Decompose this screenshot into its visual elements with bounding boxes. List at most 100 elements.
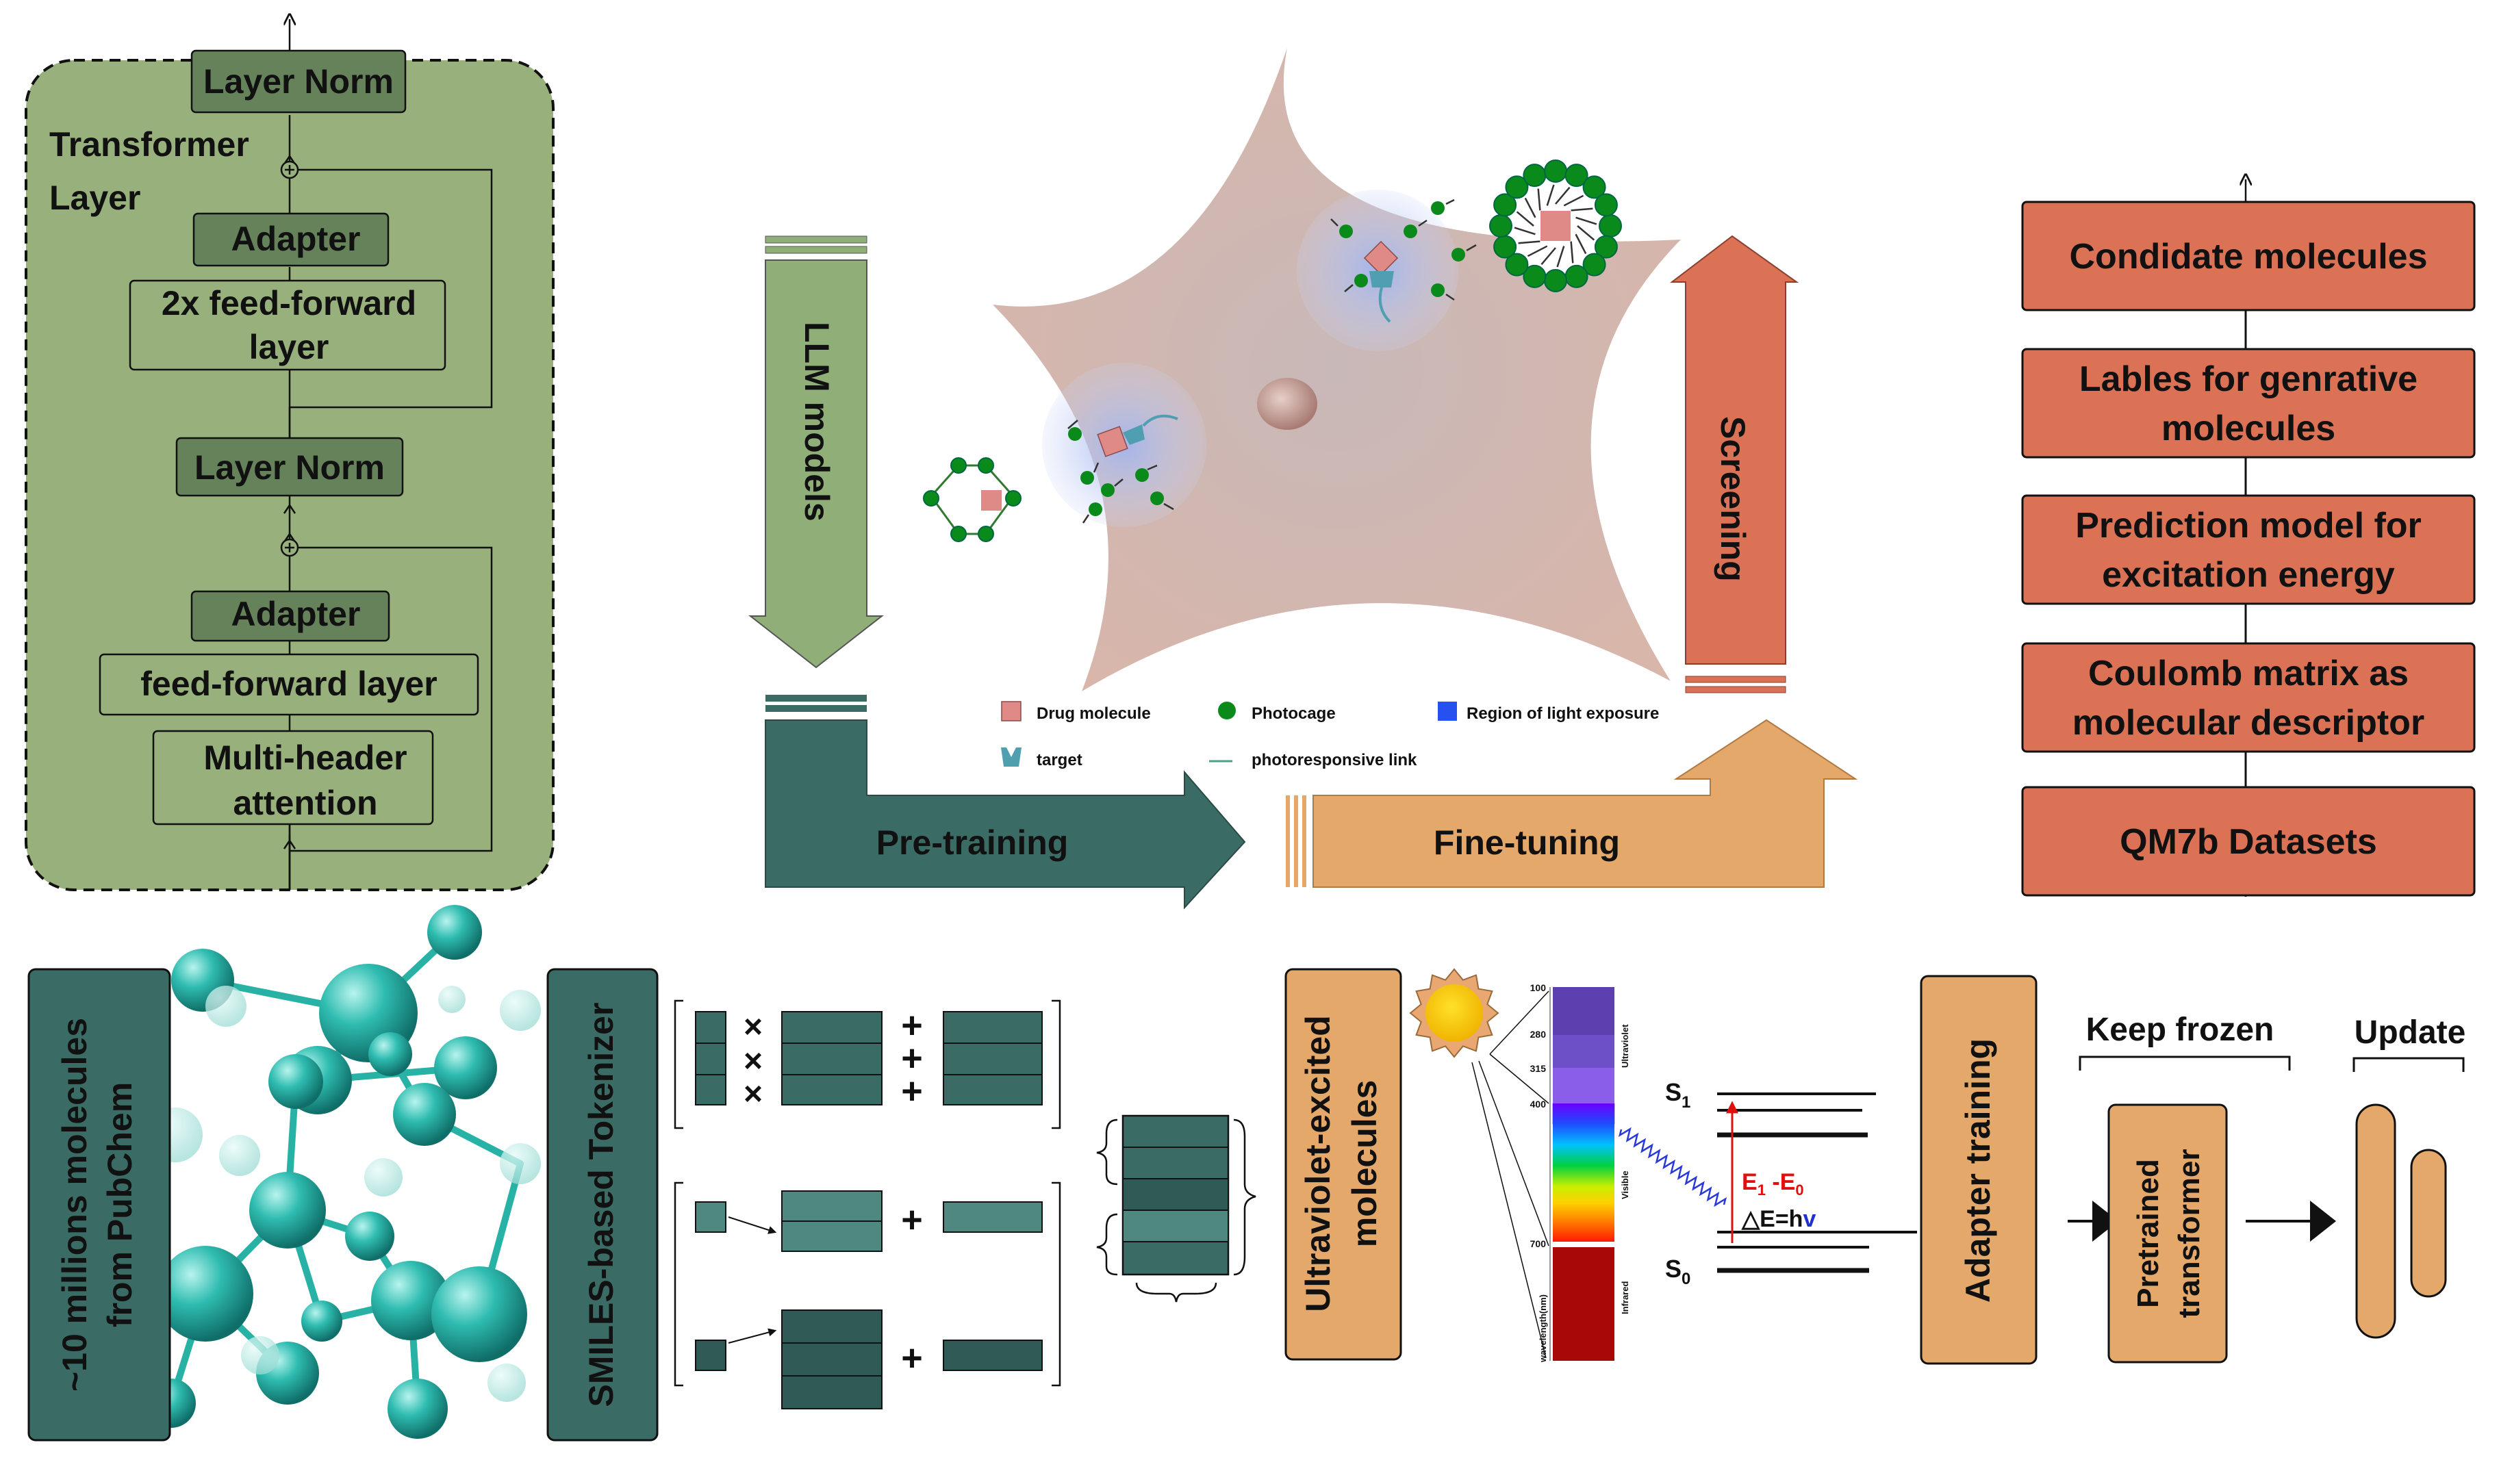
micelle-bead <box>1564 164 1588 188</box>
hexagon-photocage <box>923 457 1022 542</box>
spectrum-tick-700: 700 <box>1530 1238 1547 1249</box>
update-bar-small <box>2410 1149 2447 1298</box>
arrow-to-update <box>2310 1201 2336 1242</box>
token-matrix-3b <box>781 1309 883 1409</box>
atom <box>434 1036 497 1099</box>
stack-box-3-line-2: excitation energy <box>2102 555 2395 595</box>
atom <box>268 1054 323 1109</box>
ff-layer-box: feed-forward layer <box>99 653 479 716</box>
atom <box>364 1158 403 1197</box>
keep-frozen-group: Keep frozen Pretrained transformer <box>2079 1012 2291 1364</box>
micelle-bead <box>1564 264 1588 288</box>
adapter-training-box: Adapter training <box>1920 975 2038 1365</box>
spectrum-label-infrared: Infrared <box>1620 1281 1630 1314</box>
transformer-layer-caption-2: Layer <box>49 179 140 217</box>
drug-molecule-swatch <box>1001 701 1022 721</box>
stack-box-1: Condidate molecules <box>2021 201 2476 311</box>
token-matrix-1b <box>781 1011 883 1105</box>
stack-box-4-line-1: Coulomb matrix as <box>2088 654 2409 693</box>
ff-layer-label: feed-forward layer <box>140 665 437 703</box>
token-matrices: × × × + + + + + <box>674 999 1256 1409</box>
stack-box-4-line-2: molecular descriptor <box>2072 703 2424 743</box>
transformer-layer-caption-1: Transformer <box>49 125 249 164</box>
stack-box-5-line-1: QM7b Datasets <box>2120 822 2377 862</box>
atom <box>388 1379 448 1439</box>
atom <box>393 1083 456 1146</box>
times-sign-1: × <box>744 1009 763 1045</box>
atom <box>249 1172 326 1249</box>
atom <box>219 1135 260 1176</box>
update-label: Update <box>2355 1014 2466 1051</box>
pubchem-box: ~10 millions molecules from PubChem <box>27 968 171 1442</box>
micelle-bead <box>1523 164 1547 188</box>
mha-box: Multi-header attention <box>152 730 434 826</box>
adapter-training-label: Adapter training <box>1959 1038 1997 1303</box>
atom <box>487 1364 526 1402</box>
screening-arrow: Screening <box>1670 235 1799 693</box>
layer-norm-mid-box: Layer Norm <box>175 437 404 497</box>
mha-label-2: attention <box>233 784 377 822</box>
photocage-swatch <box>1218 702 1236 719</box>
pre-training-label: Pre-training <box>876 823 1069 862</box>
legend-target: target <box>1037 751 1082 769</box>
pretrained-label-1: Pretrained <box>2131 1159 2165 1308</box>
token-matrix-3a <box>695 1340 726 1371</box>
plus-sign-4: + <box>901 1199 923 1240</box>
spectrum-label-ultraviolet: Ultraviolet <box>1620 1024 1630 1068</box>
atom <box>427 905 482 960</box>
cell-legend: Drug molecule Photocage Region of light … <box>1001 701 1659 769</box>
micelle-bead <box>1544 159 1567 183</box>
micelle-bead <box>1544 269 1567 292</box>
s1-label: S1 <box>1665 1078 1690 1112</box>
update-bar-large <box>2355 1103 2396 1339</box>
token-matrix-3c <box>943 1340 1043 1371</box>
plus-sign-1: + <box>901 1005 923 1046</box>
spectrum-tick-100: 100 <box>1530 982 1547 993</box>
spectrum-tick-315: 315 <box>1530 1063 1547 1074</box>
micelle-bead <box>1505 175 1529 199</box>
micelle-bead <box>1493 193 1517 217</box>
arrow-to-pretrained <box>2092 1201 2118 1242</box>
plus-sign-5: + <box>901 1338 923 1379</box>
atom <box>345 1212 394 1261</box>
release-cluster-right <box>1330 199 1477 323</box>
energy-level-diagram: S1 S0 E1 -E0 △E=hv <box>1618 1078 1917 1288</box>
update-group: Update <box>2352 1014 2466 1339</box>
legend-photocage: Photocage <box>1252 704 1336 723</box>
residual-add-node-top <box>280 160 299 179</box>
combined-token-matrix <box>1121 1114 1230 1276</box>
screening-label: Screening <box>1714 416 1752 582</box>
s0-label: S0 <box>1665 1255 1690 1288</box>
adapter-top-label: Adapter <box>231 220 361 258</box>
micelle-bead <box>1594 193 1618 217</box>
atom <box>500 990 541 1031</box>
ff2x-label-1: 2x feed-forward <box>162 284 416 322</box>
stack-box-4: Coulomb matrix as molecular descriptor <box>2021 642 2476 753</box>
atom <box>500 1143 541 1184</box>
micelle-bead <box>1594 235 1618 259</box>
token-matrix-2a <box>695 1201 726 1233</box>
uv-molecules-label-2: molecules <box>1345 1080 1384 1248</box>
token-matrix-1a <box>695 1011 726 1105</box>
tokenizer-label: SMILES-based Tokenizer <box>582 1003 620 1407</box>
atom <box>431 1266 527 1362</box>
spectrum-label-visible: Visible <box>1620 1170 1630 1199</box>
times-sign-3: × <box>744 1076 763 1112</box>
atom <box>301 1301 342 1342</box>
atom <box>157 1246 253 1342</box>
nucleus <box>1257 378 1317 430</box>
keep-frozen-label: Keep frozen <box>2086 1012 2274 1048</box>
layer-norm-top-box: Layer Norm <box>190 49 407 114</box>
adapter-top-box: Adapter <box>192 212 390 267</box>
spectrum-tick-400: 400 <box>1530 1099 1547 1110</box>
pubchem-label-2: from PubChem <box>101 1082 139 1327</box>
layer-norm-mid-label: Layer Norm <box>194 448 385 487</box>
legend-region-light: Region of light exposure <box>1467 704 1659 723</box>
pretrained-label-2: transformer <box>2172 1149 2206 1318</box>
token-matrix-2b <box>781 1190 883 1252</box>
atom <box>368 1032 412 1076</box>
light-spectrum: 100 280 315 400 700 Ultraviolet Visible … <box>1471 982 1630 1363</box>
